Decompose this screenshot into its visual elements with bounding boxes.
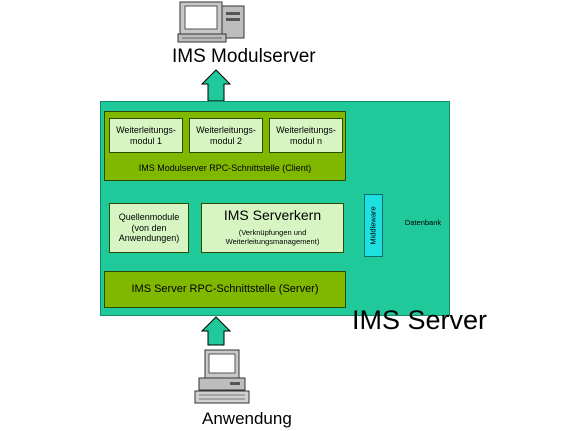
anwendung-label: Anwendung [202,409,292,428]
middleware-box: Middleware [364,194,383,257]
serverkern-box: IMS Serverkern (Verknüpfungen und Weiter… [201,203,344,253]
module-box-1: Weiterleitungs-modul 1 [109,118,183,153]
client-rpc-label: IMS Modulserver RPC-Schnittstelle (Clien… [138,162,312,173]
database-label: Datenbank [404,217,442,227]
modulserver-label: IMS Modulserver [172,46,316,67]
quellenmodule-box: Quellenmodule (von den Anwendungen) [109,203,189,253]
computer-monitor-icon [177,1,245,43]
module-box-2: Weiterleitungs-modul 2 [189,118,263,153]
server-rpc-box: IMS Server RPC-Schnittstelle (Server) [104,271,346,308]
desktop-computer-icon [194,349,250,404]
ims-server-label: IMS Server [352,305,488,335]
client-rpc-box: Weiterleitungs-modul 1 Weiterleitungs-mo… [104,111,346,181]
serverkern-title: IMS Serverkern [223,206,322,223]
serverkern-subtitle: (Verknüpfungen und Weiterleitungsmanagem… [225,228,320,246]
middleware-label: Middleware [369,206,379,245]
module-box-n: Weiterleitungs-modul n [269,118,343,153]
arrow-up-bottom [200,316,232,346]
arrow-up-top [200,69,232,102]
